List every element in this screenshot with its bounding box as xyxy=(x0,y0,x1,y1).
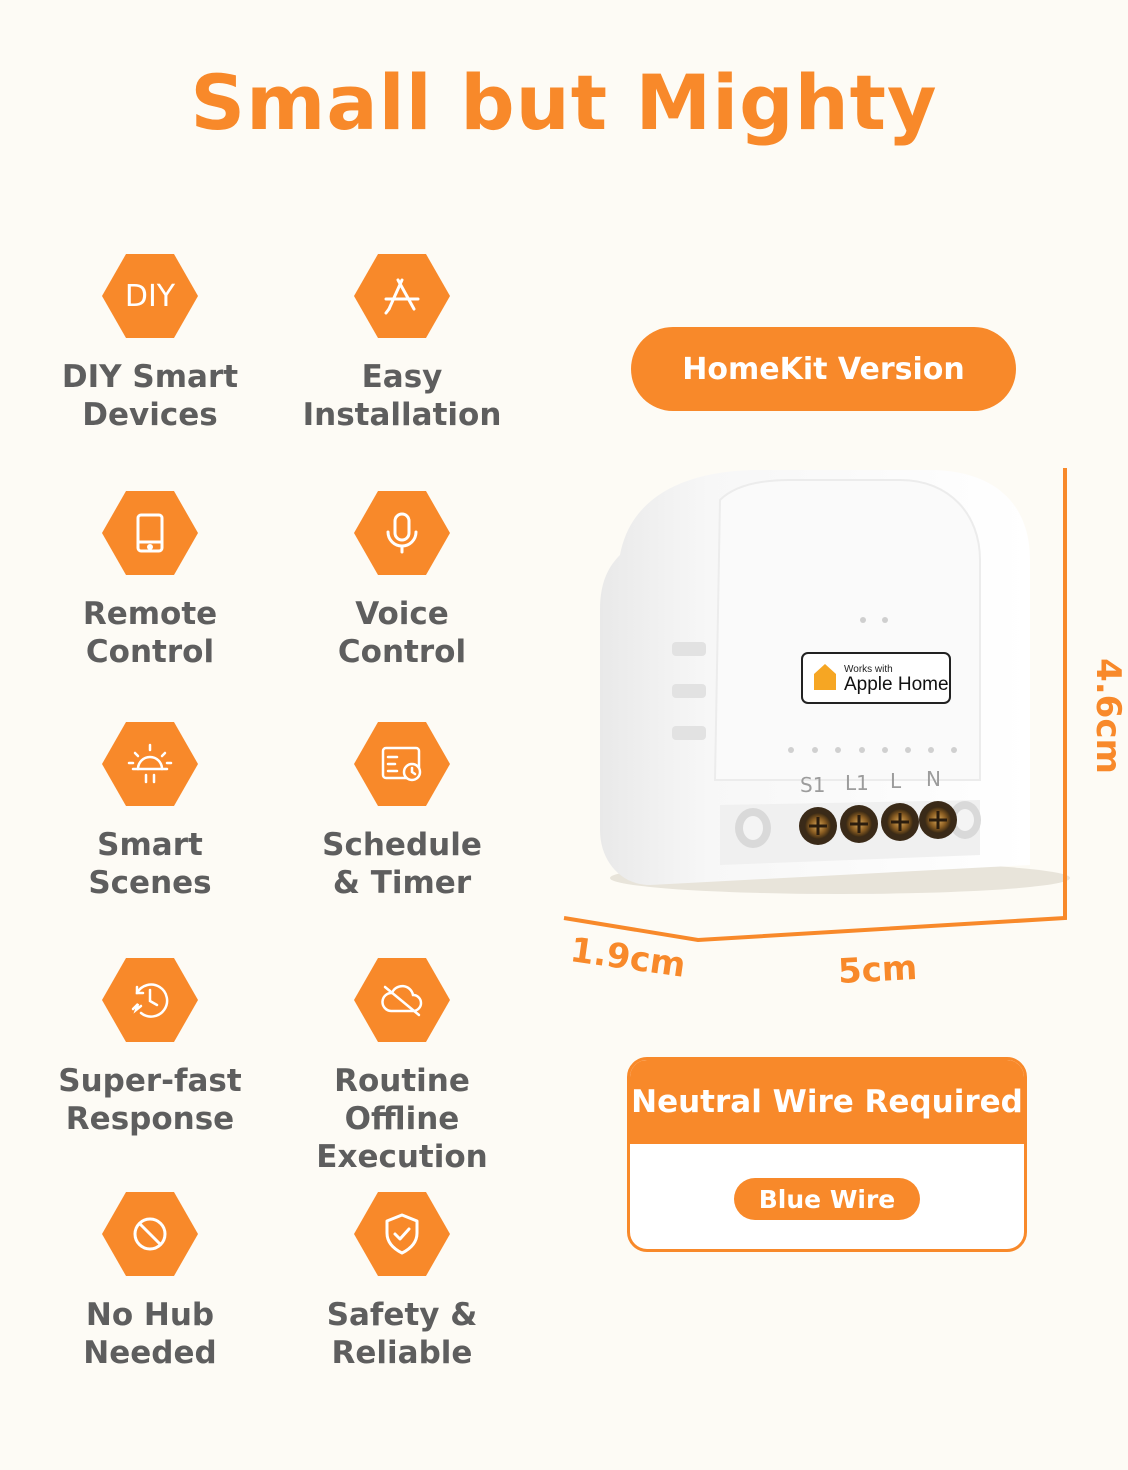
feature-remote: Remote Control xyxy=(20,491,280,671)
feature-label: Safety & Reliable xyxy=(326,1297,478,1371)
feature-label: Schedule & Timer xyxy=(322,827,482,901)
works-with-apple-home-badge xyxy=(801,652,951,704)
terminal-label-l: L xyxy=(890,769,902,793)
app-store-icon xyxy=(354,254,450,338)
device-illustration: Works with Apple Home S1 L1 L N 1.9cm xyxy=(560,460,1128,1000)
feature-label: Voice Control xyxy=(337,596,467,670)
diy-icon: DIY xyxy=(102,254,198,338)
feature-scenes: Smart Scenes xyxy=(20,722,280,902)
dimension-lines xyxy=(563,468,1067,943)
terminal-label-l1: L1 xyxy=(845,771,869,795)
height-dimension: 4.6cm xyxy=(1087,658,1128,774)
feature-voice: Voice Control xyxy=(272,491,532,671)
feature-safety: Safety & Reliable xyxy=(272,1192,532,1372)
blue-wire-badge: Blue Wire xyxy=(734,1178,920,1220)
homekit-version-badge: HomeKit Version xyxy=(631,327,1016,411)
feature-label: Smart Scenes xyxy=(88,827,212,901)
microphone-icon xyxy=(354,491,450,575)
neutral-wire-box: Neutral Wire Required Blue Wire xyxy=(627,1057,1027,1252)
calendar-clock-icon xyxy=(354,722,450,806)
terminal-screws xyxy=(799,801,957,845)
feature-label: Remote Control xyxy=(82,596,218,670)
page-title: Small but Mighty xyxy=(190,58,938,147)
feature-label: No Hub Needed xyxy=(83,1297,217,1371)
feature-label: Easy Installation xyxy=(302,359,502,433)
feature-label: Super-fast Response xyxy=(58,1063,242,1137)
neutral-wire-heading: Neutral Wire Required xyxy=(630,1060,1024,1144)
shield-check-icon xyxy=(354,1192,450,1276)
feature-installation: Easy Installation xyxy=(272,254,532,434)
feature-label: DIY Smart Devices xyxy=(61,359,239,433)
badge-large-text: Apple Home xyxy=(844,674,949,695)
tablet-icon xyxy=(102,491,198,575)
sunrise-icon xyxy=(102,722,198,806)
feature-label: Routine Offline Execution xyxy=(316,1063,488,1175)
terminal-label-n: N xyxy=(926,767,941,791)
width-dimension: 5cm xyxy=(837,947,919,993)
feature-offline: Routine Offline Execution xyxy=(272,958,532,1176)
smart-switch-module: Works with Apple Home S1 L1 L N xyxy=(563,468,1070,943)
feature-no-hub: No Hub Needed xyxy=(20,1192,280,1372)
feature-schedule: Schedule & Timer xyxy=(272,722,532,902)
terminal-label-s1: S1 xyxy=(800,773,825,797)
badge-small-text: Works with xyxy=(844,664,893,675)
fast-clock-icon xyxy=(102,958,198,1042)
feature-response: Super-fast Response xyxy=(20,958,280,1138)
feature-diy: DIY DIY Smart Devices xyxy=(20,254,280,434)
no-symbol-icon xyxy=(102,1192,198,1276)
cloud-offline-icon xyxy=(354,958,450,1042)
